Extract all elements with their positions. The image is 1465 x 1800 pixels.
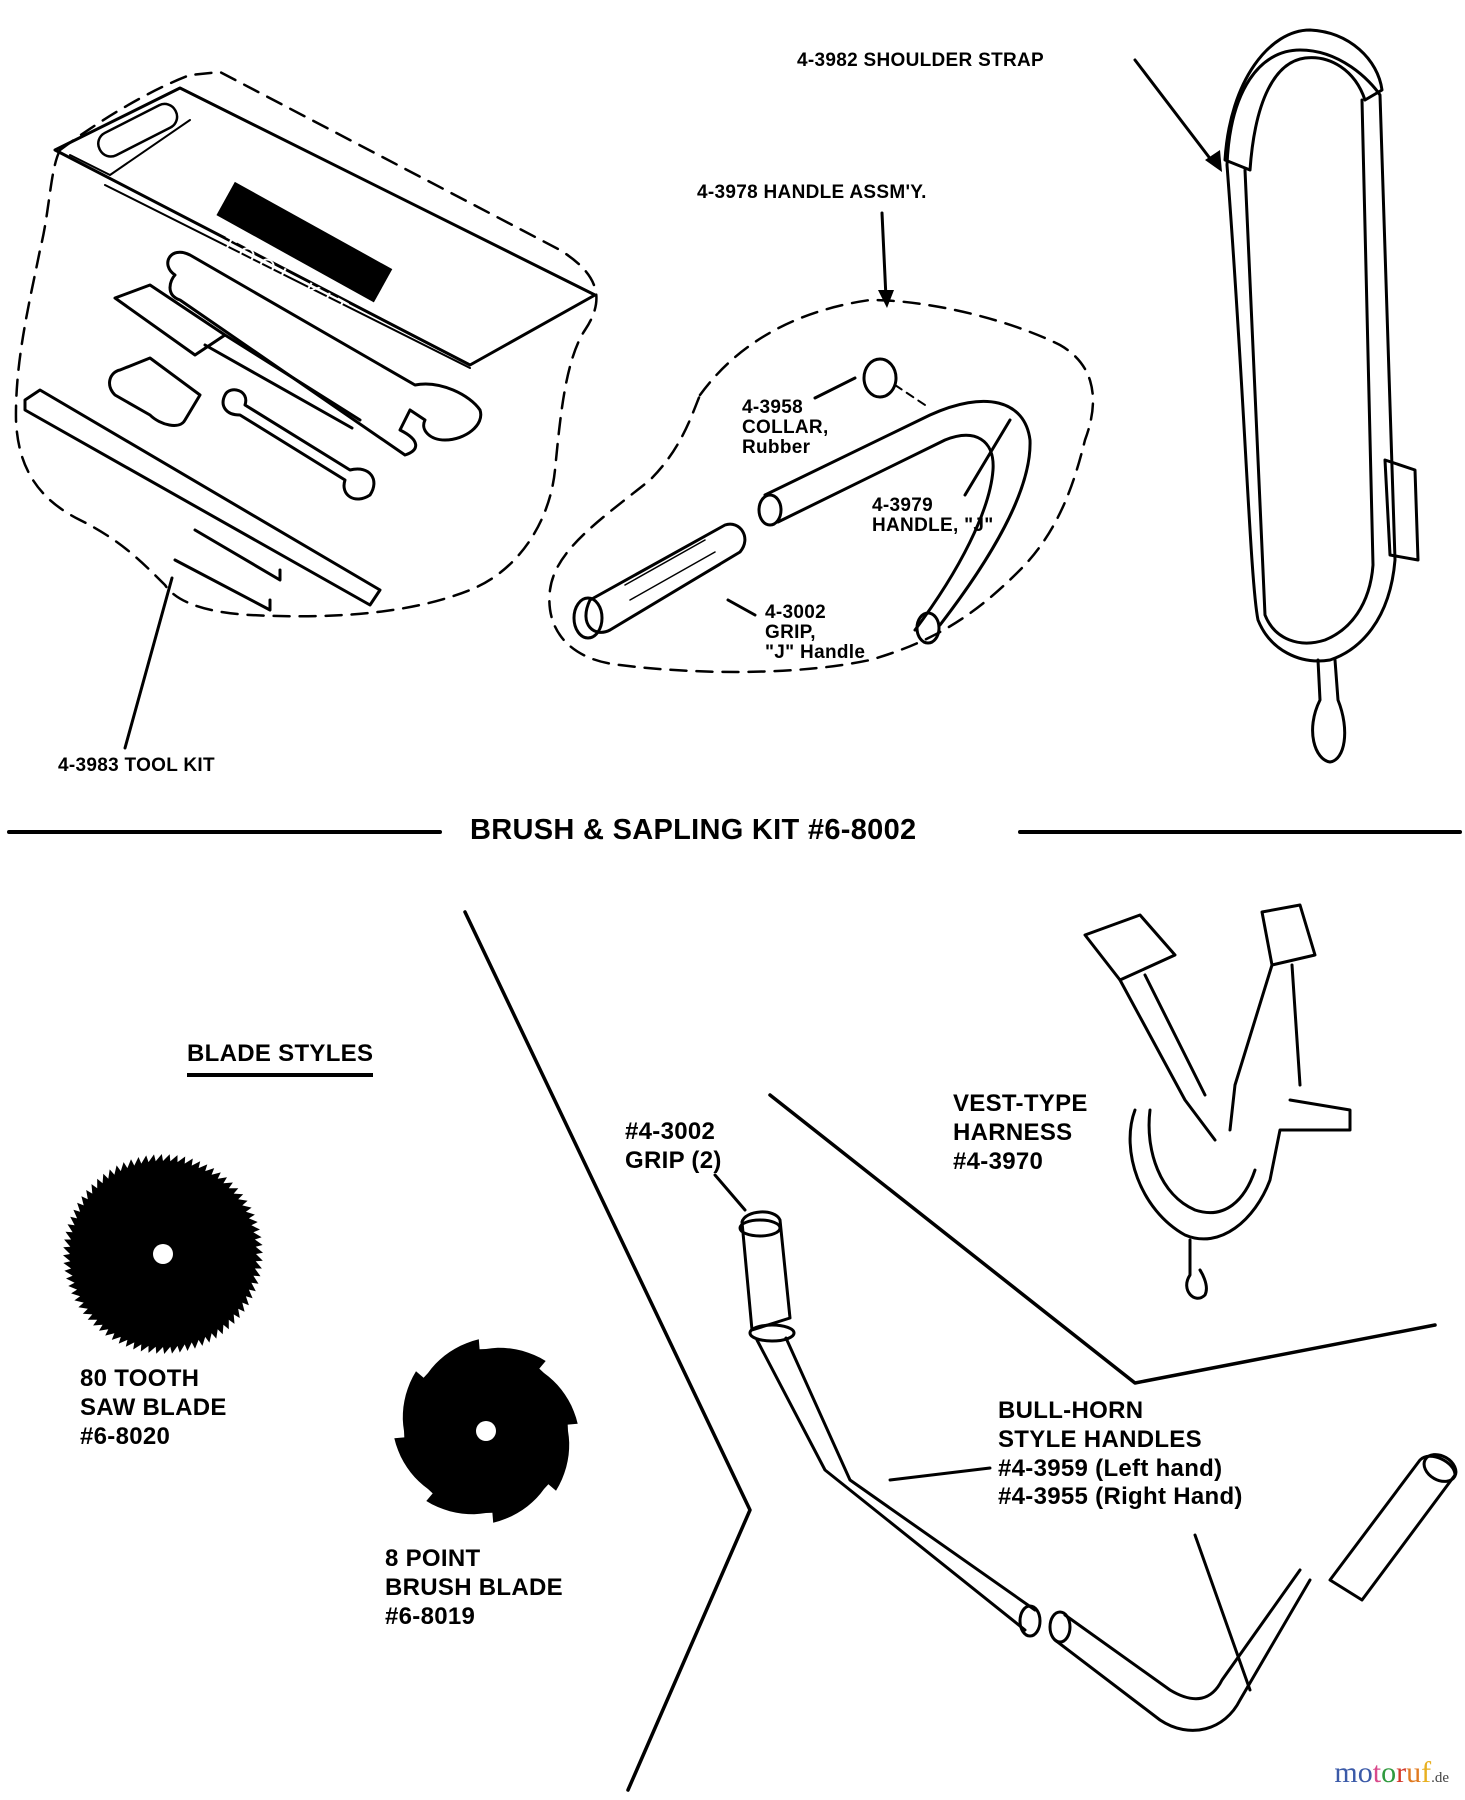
j-handle-tube — [763, 399, 1032, 632]
bull-horn-right-part: #4-3955 (Right Hand) — [998, 1483, 1243, 1511]
rubber-collar — [862, 357, 898, 399]
saw-blade-part-number: #6-8020 — [80, 1422, 171, 1450]
watermark-letter: u — [1406, 1756, 1422, 1789]
saw-blade-type: SAW BLADE — [80, 1393, 227, 1421]
tool-kit-dashed-outline — [14, 70, 598, 618]
brush-blade-type: BRUSH BLADE — [385, 1573, 563, 1601]
saw-blade-name: 80 TOOTH — [80, 1365, 200, 1392]
right-handle-tube — [1053, 1568, 1312, 1732]
watermark-letter: t — [1372, 1756, 1382, 1789]
saw-blade-arbor-hole — [153, 1244, 173, 1264]
j-handle-part-number: 4-3979 — [872, 495, 933, 516]
grip-leader-lower — [713, 1173, 747, 1212]
brush-blade-part-number: #6-8019 — [385, 1602, 476, 1630]
right-handle-grip — [1328, 1454, 1457, 1602]
tool-kit-callout: 4-3983 TOOL KIT — [58, 755, 215, 776]
watermark-suffix: .de — [1431, 1770, 1449, 1786]
blade-styles-heading: BLADE STYLES — [187, 1040, 374, 1077]
section-heading: BRUSH & SAPLING KIT #6-8002 — [470, 814, 917, 846]
handle-assembly-dashed-outline — [548, 298, 1095, 674]
harness-callout: VEST-TYPE HARNESS #4-3970 — [953, 1090, 1088, 1176]
grip-callout: 4-3002 GRIP, "J" Handle — [765, 603, 865, 663]
collar-part-material: Rubber — [742, 436, 811, 458]
shoulder-pad — [1223, 28, 1384, 172]
collar-part-name: COLLAR, — [742, 416, 829, 438]
strap-snap-hook — [1311, 658, 1347, 764]
bull-horn-right-handle — [1048, 1453, 1458, 1732]
bull-horn-type: STYLE HANDLES — [998, 1425, 1202, 1453]
left-handle-grip — [740, 1210, 792, 1332]
panel-divider-harness — [768, 1093, 1437, 1385]
pouch-slot — [97, 102, 179, 158]
tool-kit-pouch — [53, 86, 597, 367]
shoulder-strap-illustration — [1133, 28, 1420, 764]
left-handle-leader — [888, 1466, 992, 1482]
shoulder-strap-loop — [1225, 48, 1397, 663]
socket-tool — [108, 356, 202, 427]
grip-leader — [726, 598, 757, 617]
harness-snap-hook — [1185, 1238, 1208, 1300]
bull-horn-name: BULL-HORN — [998, 1397, 1144, 1424]
wrench-open-end — [166, 251, 483, 457]
strap-buckle — [1383, 458, 1420, 562]
tool-kit-leader — [123, 576, 174, 750]
harness-name: HARNESS — [953, 1118, 1073, 1146]
brush-blade-callout: 8 POINT BRUSH BLADE #6-8019 — [385, 1545, 563, 1631]
panel-divider-zigzag — [463, 910, 752, 1792]
shoulder-strap-leader — [1133, 58, 1217, 167]
saw-blade-callout: 80 TOOTH SAW BLADE #6-8020 — [80, 1365, 227, 1451]
tool-kit-illustration — [14, 70, 598, 750]
collar-part-number: 4-3958 — [742, 397, 803, 418]
allen-keys — [173, 528, 282, 612]
brush-blade-arbor-hole — [476, 1421, 496, 1441]
grip-part-desc: "J" Handle — [765, 641, 866, 663]
grip-part-name: GRIP, — [765, 621, 816, 643]
watermark-text: motoruf — [1334, 1756, 1431, 1789]
harness-left-pad — [1083, 913, 1177, 982]
snapper-logo — [216, 181, 393, 303]
saw-blade-80-tooth — [63, 1154, 263, 1354]
bull-horn-left-handle — [713, 1173, 1042, 1638]
bull-horn-left-part: #4-3959 (Left hand) — [998, 1454, 1223, 1482]
grip-pair-part-number: #4-3002 — [625, 1118, 716, 1145]
j-handle-grip — [584, 522, 747, 634]
harness-straps — [1118, 963, 1352, 1241]
spark-plug-bar — [23, 388, 382, 607]
handle-assembly-illustration — [548, 211, 1095, 674]
watermark-letter: o — [1357, 1756, 1373, 1789]
grip-pair-name: GRIP (2) — [625, 1146, 722, 1174]
harness-right-pad — [1260, 903, 1317, 967]
vest-harness-illustration — [1083, 903, 1352, 1300]
watermark-letter: f — [1421, 1756, 1432, 1789]
harness-type: VEST-TYPE — [953, 1090, 1088, 1117]
shoulder-strap-callout: 4-3982 SHOULDER STRAP — [797, 50, 1045, 71]
collar-leader — [813, 376, 857, 400]
wrench-combination — [221, 388, 376, 501]
j-handle-callout: 4-3979 HANDLE, "J" — [872, 496, 994, 536]
j-handle-part-name: HANDLE, "J" — [872, 514, 994, 536]
watermark-letter: r — [1396, 1756, 1407, 1789]
left-handle-tube — [755, 1336, 1037, 1632]
grip-part-number: 4-3002 — [765, 602, 826, 623]
collar-callout: 4-3958 COLLAR, Rubber — [742, 398, 829, 458]
watermark-letter: m — [1334, 1756, 1358, 1789]
harness-part-number: #4-3970 — [953, 1147, 1044, 1175]
right-handle-leader — [1193, 1533, 1252, 1692]
handle-assembly-callout: 4-3978 HANDLE ASSM'Y. — [697, 182, 927, 203]
motoruf-watermark[interactable]: motoruf.de — [1334, 1756, 1449, 1790]
handle-assembly-leader — [880, 211, 888, 300]
grip-pair-callout: #4-3002 GRIP (2) — [625, 1118, 722, 1176]
watermark-letter: o — [1381, 1756, 1397, 1789]
j-handle-leader — [963, 418, 1012, 497]
bull-horn-callout: BULL-HORN STYLE HANDLES #4-3959 (Left ha… — [998, 1397, 1243, 1512]
brush-blade-name: 8 POINT — [385, 1545, 481, 1572]
brush-blade-8-point — [394, 1339, 578, 1523]
